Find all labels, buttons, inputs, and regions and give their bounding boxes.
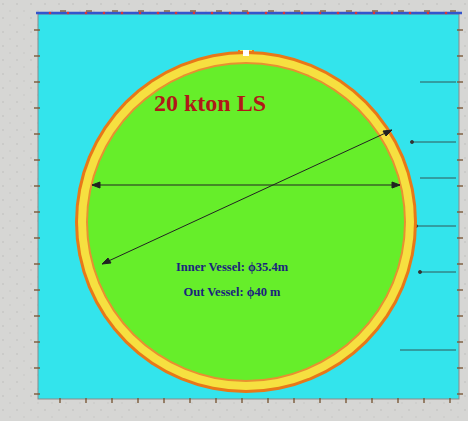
water-pool [38, 14, 459, 399]
dimension-label: Inner Vessel: ϕ35.4m [176, 260, 288, 275]
top-tracker [36, 12, 462, 15]
dimension-label: Out Vessel: ϕ40 m [183, 285, 280, 300]
liquid-scintillator-sphere: 20 kton LS Inner Vessel: ϕ35.4mOut Vessel… [74, 50, 418, 394]
pmt-ticks [34, 11, 463, 403]
volume-label: 20 kton LS [154, 90, 266, 117]
